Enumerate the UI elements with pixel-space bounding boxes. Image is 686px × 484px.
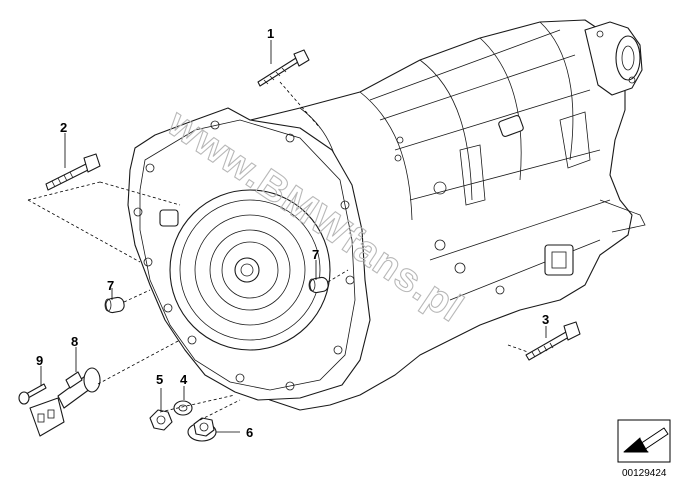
bell-housing <box>127 107 371 401</box>
callout-2: 2 <box>60 120 67 135</box>
callout-3: 3 <box>542 312 549 327</box>
callout-8: 8 <box>71 334 78 349</box>
callout-6: 6 <box>246 425 253 440</box>
part-bolt-3 <box>525 321 581 361</box>
callout-7-center: 7 <box>312 247 319 262</box>
part-flange-nut-6 <box>187 417 217 442</box>
part-dowel-sleeve-left <box>104 296 125 314</box>
part-bolt-1 <box>257 49 310 87</box>
part-bolt-2 <box>45 153 101 191</box>
callout-labels: 1 2 3 4 5 6 7 7 8 9 <box>36 26 549 440</box>
callout-1: 1 <box>267 26 274 41</box>
part-nut-5 <box>149 409 173 431</box>
callout-9: 9 <box>36 353 43 368</box>
leader-lines <box>27 40 547 433</box>
part-screw-9 <box>18 383 47 405</box>
callout-4: 4 <box>180 372 188 387</box>
callout-7-left: 7 <box>107 278 114 293</box>
callout-5: 5 <box>156 372 163 387</box>
arrow-down-left-icon[interactable] <box>617 419 671 463</box>
part-dowel-sleeve-center <box>308 276 329 294</box>
diagram-id: 00129424 <box>622 468 667 479</box>
part-washer-4 <box>173 400 193 416</box>
part-sensor-8 <box>29 367 101 437</box>
